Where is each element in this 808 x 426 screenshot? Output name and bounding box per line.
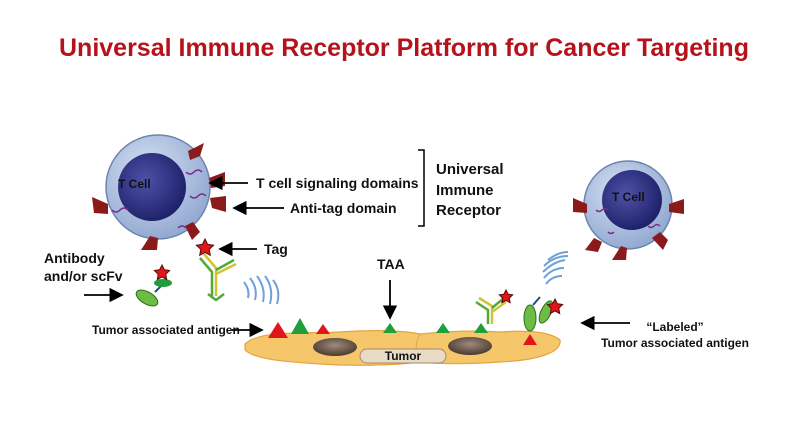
left-cell-signaling-tails — [111, 169, 207, 229]
right-cell-signaling-tails — [595, 207, 661, 235]
free-scfv — [135, 263, 172, 307]
right-t-cell — [573, 160, 684, 260]
uir-label-line3: Receptor — [436, 202, 502, 219]
antibody-label-line1: Antibody — [44, 250, 105, 266]
bound-antibody — [199, 253, 237, 302]
uir-bracket — [418, 149, 425, 227]
left-t-cell — [92, 134, 226, 250]
t-cell-label-left: T Cell — [118, 177, 151, 191]
taa-label: TAA — [377, 256, 405, 272]
t-cell-label-right: T Cell — [612, 190, 645, 204]
signal-waves-left — [243, 275, 280, 305]
tag-star — [195, 237, 215, 257]
right-antibody — [475, 296, 507, 324]
tag-label: Tag — [264, 241, 288, 257]
tumor-associated-antigen-label: Tumor associated antigen — [92, 323, 240, 337]
signal-waves-right — [542, 251, 569, 285]
tumor-tissue — [244, 330, 561, 366]
labeled-label-line1: “Labeled” — [646, 320, 704, 334]
signaling-domains-label: T cell signaling domains — [256, 175, 419, 191]
right-antibody-tag — [498, 288, 514, 304]
anti-tag-domain-label: Anti-tag domain — [290, 200, 397, 216]
uir-label-line2: Immune — [436, 182, 494, 199]
tumor-antigens — [268, 318, 537, 345]
uir-label-line1: Universal — [436, 161, 504, 178]
page-title: Universal Immune Receptor Platform for C… — [59, 34, 749, 62]
labeled-label-line2: Tumor associated antigen — [601, 336, 749, 350]
tumor-label: Tumor — [384, 349, 422, 363]
right-cell-receptors — [573, 198, 684, 260]
labeled-scfv — [523, 296, 564, 332]
antibody-label-line2: and/or scFv — [44, 268, 123, 284]
